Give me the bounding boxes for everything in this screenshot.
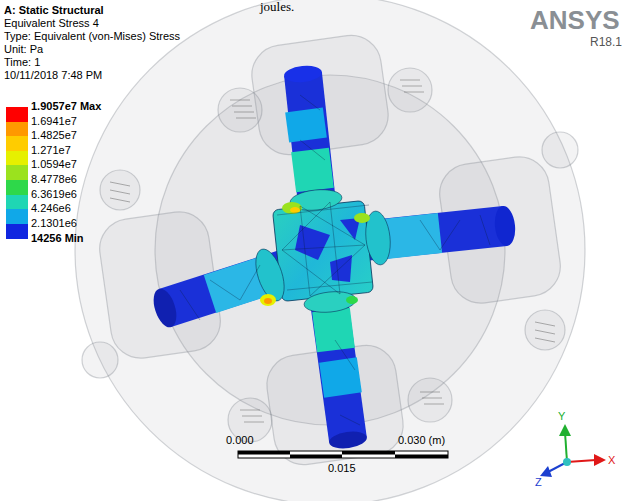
scale-value: 0.015 bbox=[328, 462, 356, 475]
mesh-lines bbox=[180, 95, 490, 425]
legend-swatch bbox=[6, 165, 28, 180]
legend-value: 6.3619e6 bbox=[31, 188, 77, 201]
legend-value: 1.9057e7 Max bbox=[31, 100, 101, 113]
legend-value: 1.6941e7 bbox=[31, 115, 77, 128]
result-time: Time: 1 bbox=[4, 56, 40, 69]
bolts bbox=[110, 80, 555, 422]
legend-min: 14256 Min bbox=[31, 232, 84, 245]
arm-ends bbox=[149, 64, 517, 451]
legend-value: 2.1301e6 bbox=[31, 217, 77, 230]
result-unit: Unit: Pa bbox=[4, 43, 43, 56]
legend-swatch bbox=[6, 224, 28, 239]
result-name: Equivalent Stress 4 bbox=[4, 17, 99, 30]
scale-value: 0.000 bbox=[226, 434, 254, 447]
cross-arms bbox=[165, 74, 505, 440]
brand-logo: ANSYS bbox=[530, 6, 620, 34]
analysis-title: A: Static Structural bbox=[4, 4, 104, 17]
legend-swatch bbox=[6, 195, 28, 210]
cut-text: joules. bbox=[260, 0, 294, 13]
cross-hub bbox=[250, 187, 393, 314]
axis-triad bbox=[540, 424, 606, 477]
legend-swatch bbox=[6, 209, 28, 224]
axis-label: Z bbox=[535, 476, 542, 489]
legend-swatch bbox=[6, 180, 28, 195]
legend-value: 8.4778e6 bbox=[31, 173, 77, 186]
scale-value: 0.030 (m) bbox=[398, 434, 445, 447]
legend-value: 1.4825e7 bbox=[31, 129, 77, 142]
legend-swatch bbox=[6, 136, 28, 151]
legend-swatch bbox=[6, 122, 28, 137]
axis-label: X bbox=[608, 454, 615, 467]
legend-value: 1.271e7 bbox=[31, 144, 71, 157]
housing bbox=[75, 0, 585, 501]
brand-version: R18.1 bbox=[590, 36, 622, 49]
result-date: 10/11/2018 7:48 PM bbox=[4, 69, 102, 82]
result-type: Type: Equivalent (von-Mises) Stress bbox=[4, 30, 180, 43]
scale-bar bbox=[238, 451, 448, 458]
legend-value: 4.246e6 bbox=[31, 202, 71, 215]
axis-label: Y bbox=[558, 410, 565, 423]
legend-swatch bbox=[6, 151, 28, 166]
legend-value: 1.0594e7 bbox=[31, 158, 77, 171]
legend-swatch bbox=[6, 107, 28, 122]
